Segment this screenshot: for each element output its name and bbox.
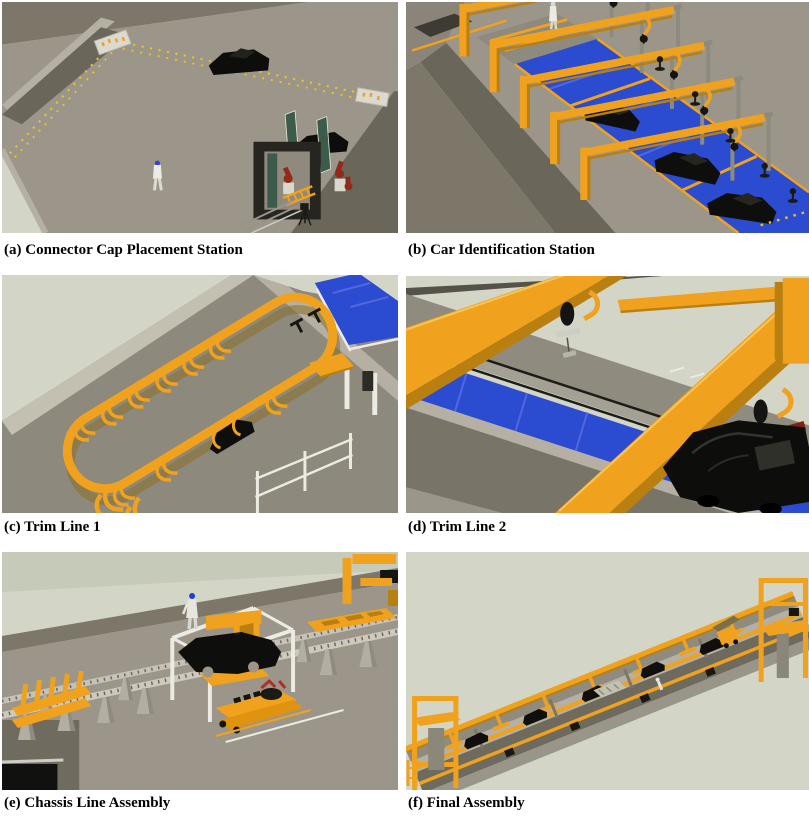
floor-edge	[2, 568, 398, 652]
robot-arm	[334, 160, 353, 192]
caption-b: (b) Car Identification Station	[408, 242, 595, 258]
panel-e	[2, 552, 398, 790]
shop-floor	[2, 582, 398, 790]
doorway	[2, 720, 80, 790]
worker	[152, 160, 163, 191]
caption-d: (d) Trim Line 2	[408, 519, 507, 535]
parts-rack	[11, 670, 92, 728]
car-body	[523, 708, 547, 726]
overhead-beam	[617, 283, 809, 312]
support-post	[344, 361, 350, 409]
trolley	[307, 307, 322, 324]
car-body	[208, 48, 270, 75]
panel-b	[406, 2, 809, 233]
robot-arm	[282, 166, 295, 195]
panel-a-render	[2, 2, 398, 233]
floor-rail	[215, 709, 312, 737]
access-rails	[237, 201, 304, 233]
panel-c-render	[2, 275, 398, 513]
overhead-beam	[555, 283, 809, 513]
support-column	[774, 277, 809, 364]
tripod-camera	[298, 203, 312, 226]
pit-wall	[420, 42, 616, 233]
caption-f: (f) Final Assembly	[408, 795, 525, 811]
caption-e: (e) Chassis Line Assembly	[4, 795, 171, 811]
ledge-wall	[2, 27, 129, 125]
car-body	[699, 638, 724, 655]
floor-pit	[414, 13, 473, 37]
lift-vehicle	[712, 615, 740, 649]
placement-station	[237, 110, 353, 233]
overhead-structure	[342, 554, 398, 606]
car-body	[464, 732, 489, 750]
transfer-chute	[308, 353, 355, 377]
panel-f-render	[406, 552, 809, 790]
gantry-tower	[758, 578, 809, 682]
panel-d	[406, 276, 809, 513]
panel-f	[406, 552, 809, 790]
caption-a: (a) Connector Cap Placement Station	[4, 242, 243, 258]
pallet	[306, 608, 397, 632]
car-body-shell	[662, 420, 809, 513]
worker	[182, 593, 199, 630]
hanging-car-body	[209, 418, 255, 455]
panel-c	[2, 275, 398, 513]
floor-railing	[254, 433, 353, 513]
support-post	[372, 373, 378, 415]
trolley	[289, 317, 304, 334]
floor-plate	[93, 29, 132, 56]
caption-c: (c) Trim Line 1	[4, 519, 101, 535]
panel-a	[2, 2, 398, 233]
shop-floor	[2, 275, 398, 513]
panel-e-render	[2, 552, 398, 790]
overhead-rail	[406, 591, 795, 752]
panel-b-render	[406, 2, 809, 233]
wall-box	[362, 371, 374, 391]
worker	[549, 2, 558, 30]
assembly-line	[406, 591, 809, 790]
car-body	[640, 661, 665, 679]
gantry-tower	[406, 696, 461, 790]
floor-plate	[354, 87, 390, 108]
overhead-beam	[406, 276, 627, 410]
cross-ramp	[593, 680, 627, 698]
floor-rail	[225, 709, 344, 743]
car-body	[178, 632, 282, 678]
worker	[655, 677, 664, 691]
panel-d-render	[406, 276, 809, 513]
guide-dot-path	[9, 41, 389, 158]
under-deck-units	[504, 667, 716, 758]
